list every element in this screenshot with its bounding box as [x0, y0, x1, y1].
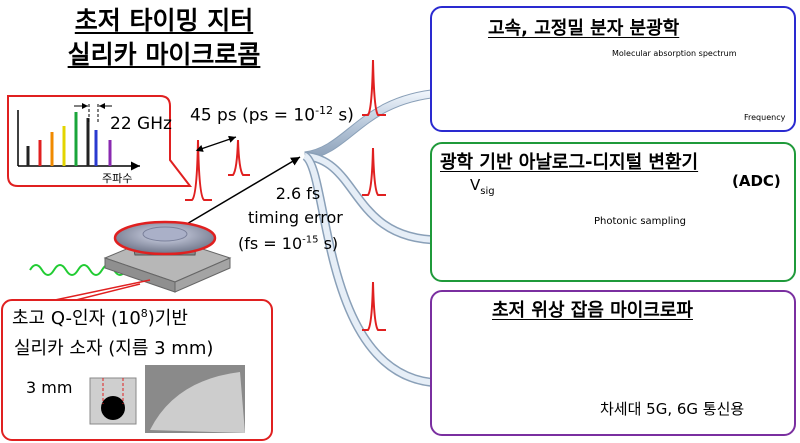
- comb-inset: [7, 95, 193, 187]
- title-line-2: 실리카 마이크로콤: [67, 40, 261, 69]
- vsig-label: Vsig: [470, 176, 495, 197]
- absorption-axis-label: Frequency: [744, 113, 786, 122]
- panel-microwave-title: 초저 위상 잡음 마이크로파: [492, 300, 693, 321]
- panel-adc: [430, 142, 796, 282]
- pulse-period-label: 45 ps (ps = 10-12 s): [190, 104, 354, 126]
- jitter-label: timing error: [248, 208, 343, 227]
- panel-adc-subtitle: (ADC): [732, 172, 781, 190]
- pump-wave: [29, 260, 137, 276]
- comb-axis-label: 주파수: [102, 172, 133, 185]
- resonator-info-box: [1, 299, 273, 441]
- absorption-chart-title: Molecular absorption spectrum: [612, 49, 737, 58]
- jitter-value: 2.6 fs: [275, 184, 321, 203]
- scale-label: 3 mm: [26, 378, 73, 397]
- panel-spectroscopy: [430, 6, 796, 132]
- photonic-sampling-label: Photonic sampling: [594, 216, 686, 227]
- resonator-diameter: 실리카 소자 (지름 3 mm): [14, 338, 214, 359]
- main-title: 초저 타이밍 지터 실리카 마이크로콤: [14, 4, 314, 72]
- panel-microwave-caption: 차세대 5G, 6G 통신용: [600, 400, 745, 418]
- jitter-unit-definition: (fs = 10-15 s): [238, 234, 339, 253]
- title-line-1: 초저 타이밍 지터: [74, 6, 254, 35]
- microresonator-device: [103, 220, 232, 293]
- fiber-bundle: [301, 88, 441, 388]
- resonator-q-factor: 초고 Q-인자 (108)기반: [12, 307, 188, 329]
- comb-spacing-label: 22 GHz: [110, 114, 172, 134]
- panel-spectroscopy-title: 고속, 고정밀 분자 분광학: [488, 18, 680, 39]
- panel-adc-title: 광학 기반 아날로그-디지털 변환기: [440, 152, 699, 173]
- panel-microwave: [430, 290, 796, 436]
